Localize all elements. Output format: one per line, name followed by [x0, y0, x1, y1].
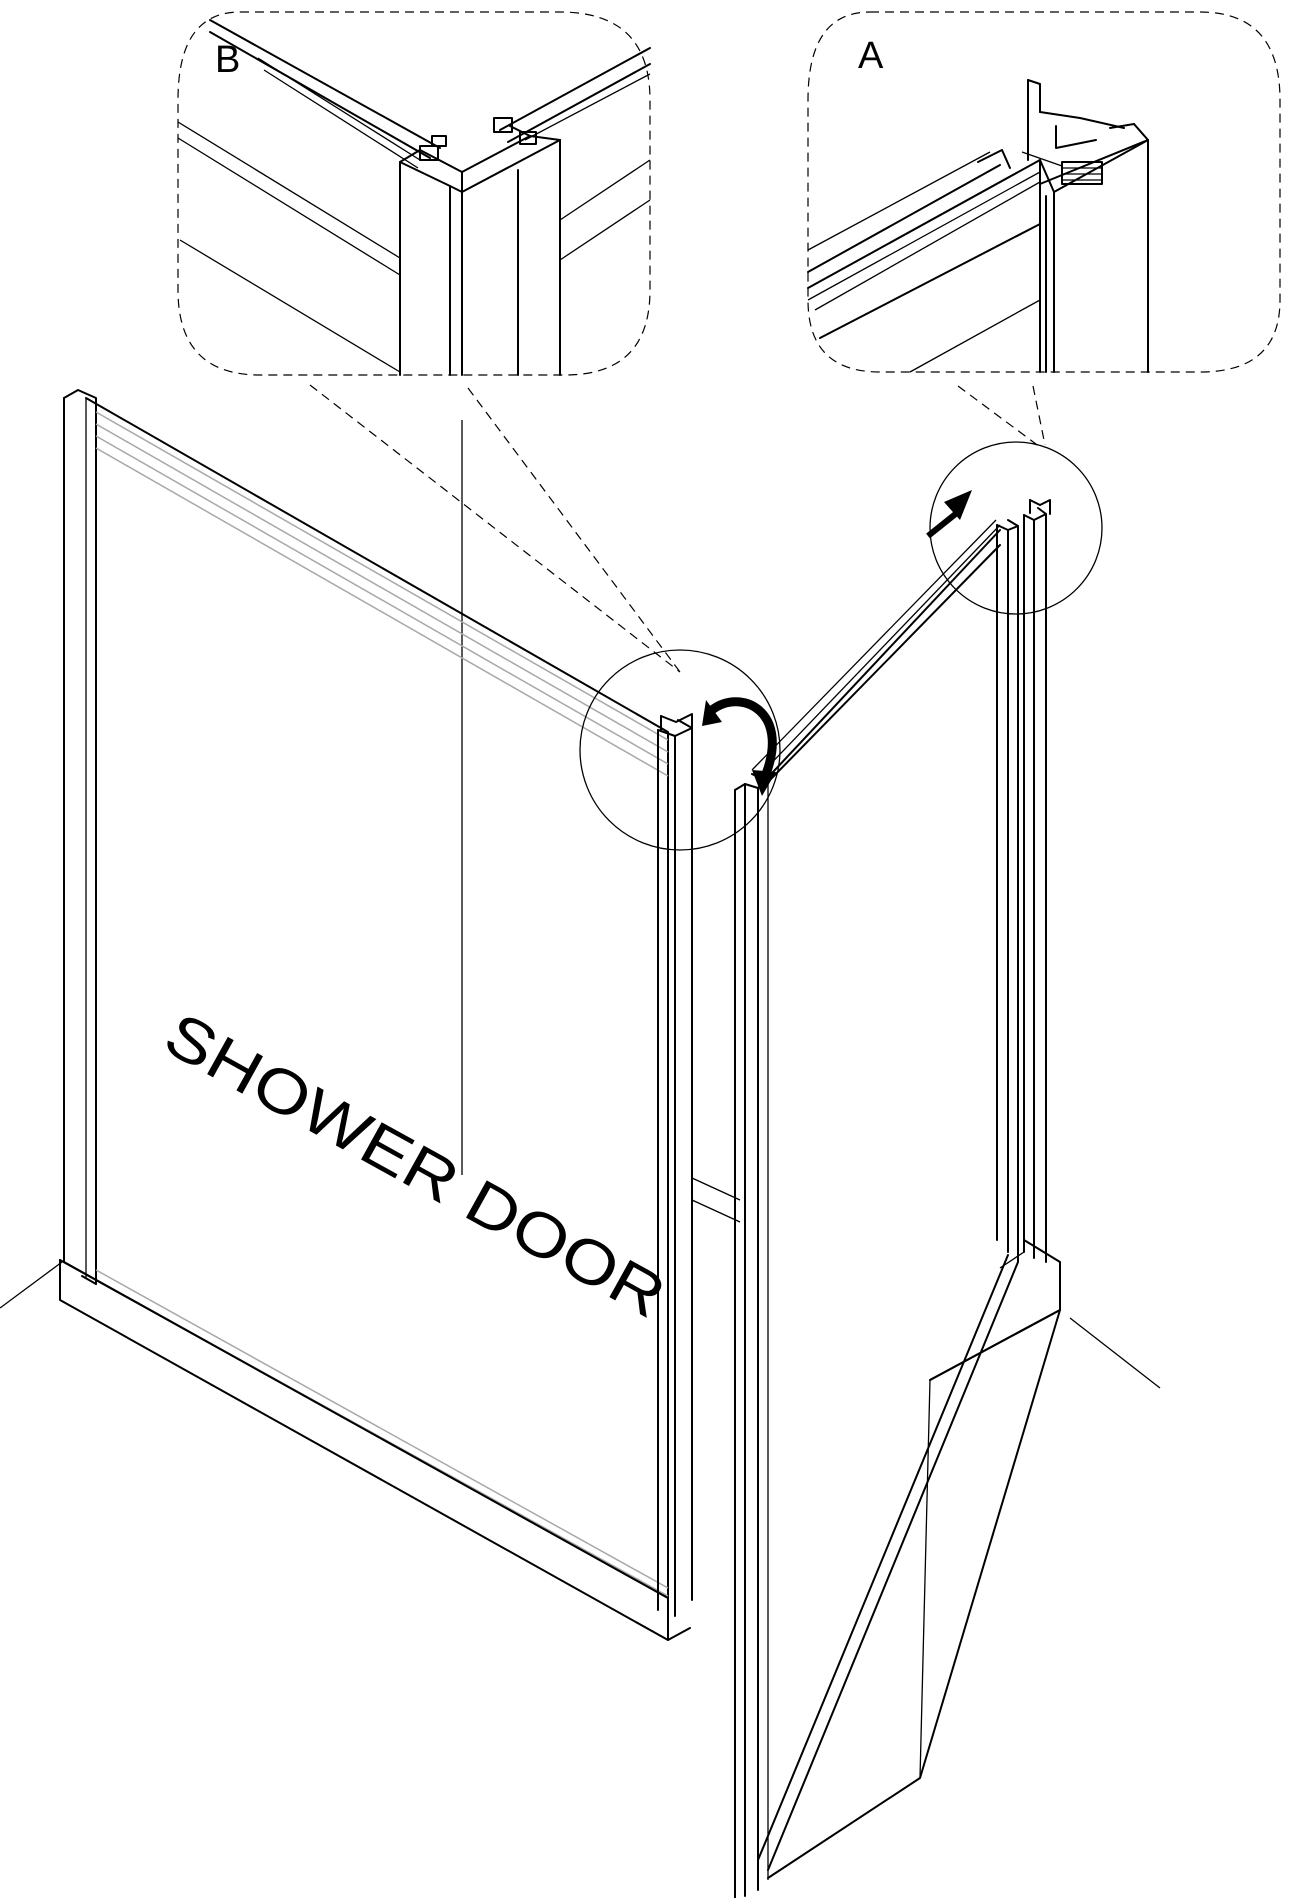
door-panel — [691, 519, 1019, 1898]
detail-circle-a-area — [929, 441, 1103, 615]
floor-lines — [0, 420, 1161, 1389]
straight-arrow-icon — [926, 490, 972, 539]
curved-arrow-icon — [702, 697, 777, 796]
callout-a: A — [807, 11, 1281, 373]
wall-post — [767, 499, 1061, 1879]
callout-a-label: A — [858, 35, 884, 77]
zoom-leader-lines — [309, 384, 1046, 673]
fixed-side-panel — [59, 389, 693, 1641]
shower-door-text: SHOWER DOOR — [153, 1000, 676, 1332]
detail-circle-b-area — [579, 649, 781, 851]
callout-b: B — [177, 11, 651, 376]
callout-b-label: B — [215, 39, 240, 81]
